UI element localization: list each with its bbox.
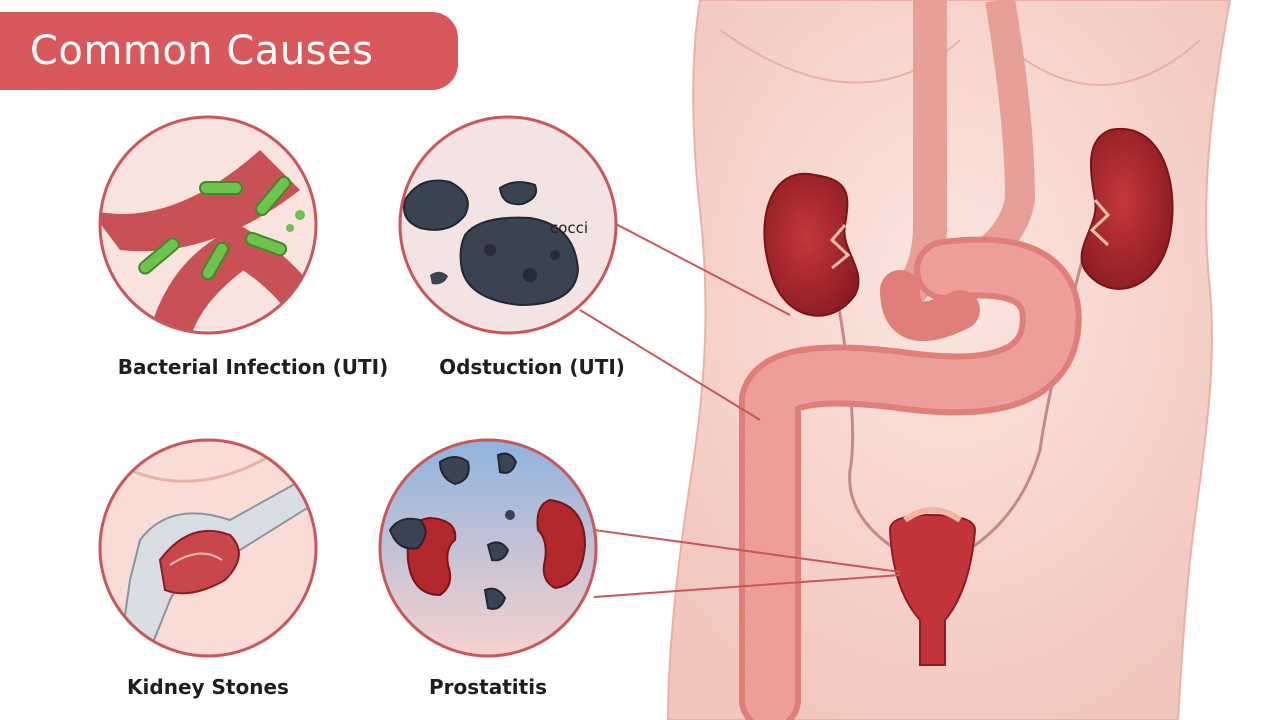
left-kidney <box>763 172 860 317</box>
stone <box>459 216 580 307</box>
bladder <box>888 507 977 666</box>
panel-obstruction: cocci <box>398 115 618 335</box>
panel-bacterial-infection <box>98 115 318 335</box>
caption-prostatitis: Prostatitis <box>429 675 547 699</box>
bacterium <box>201 241 229 281</box>
caption-obstruction: Odstuction (UTI) <box>439 355 625 379</box>
stone <box>430 271 448 285</box>
callout-lines <box>579 221 901 598</box>
stone <box>496 452 518 474</box>
page-title: Common Causes <box>30 28 374 74</box>
colon <box>739 236 1082 720</box>
caption-kidney-stones: Kidney Stones <box>127 675 289 699</box>
bacterium <box>199 181 243 195</box>
stone <box>438 456 470 486</box>
cocci-label: cocci <box>550 219 588 237</box>
bacterium <box>138 237 180 275</box>
stone <box>483 587 507 610</box>
panel-prostatitis <box>378 438 598 658</box>
stone <box>498 181 538 206</box>
stone <box>486 541 510 562</box>
stone <box>388 517 427 550</box>
bacterium <box>255 175 291 217</box>
bacterium <box>244 231 288 257</box>
title-banner: Common Causes <box>0 12 458 90</box>
panel-kidney-stones <box>98 438 318 658</box>
stone <box>403 179 469 231</box>
caption-bacterial-infection: Bacterial Infection (UTI) <box>117 355 389 379</box>
right-kidney <box>1080 127 1174 290</box>
